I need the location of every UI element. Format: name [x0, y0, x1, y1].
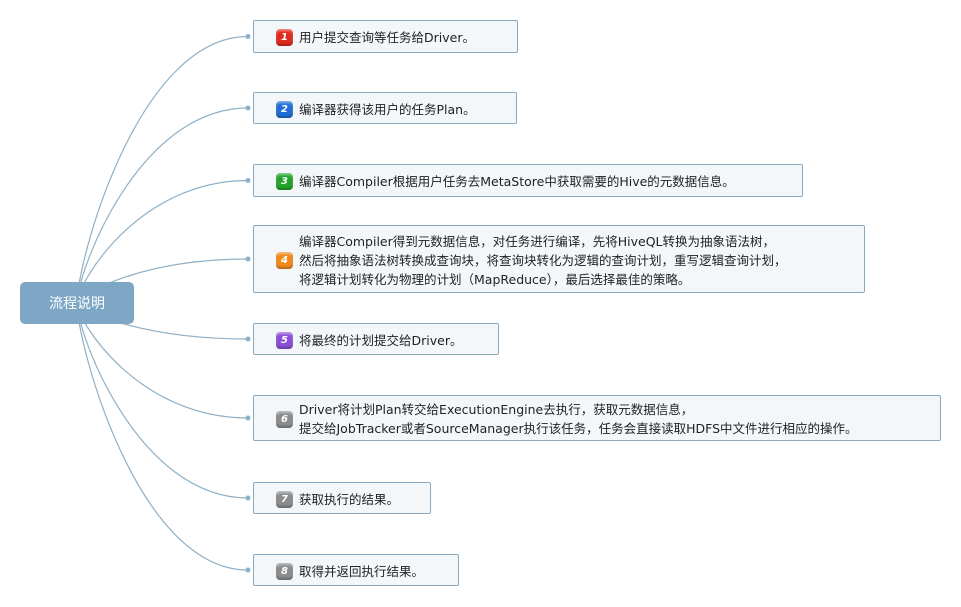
step-number-badge-icon: 5 — [276, 331, 293, 349]
connector-line-1 — [76, 35, 249, 304]
step-text-line: Driver将计划Plan转交给ExecutionEngine去执行，获取元数据… — [299, 402, 694, 417]
step-node-2[interactable]: 2 编译器获得该用户的任务Plan。 — [253, 92, 517, 124]
step-number-badge-icon: 1 — [276, 29, 293, 46]
connector-dot-2 — [245, 105, 251, 111]
step-text-line: 将逻辑计划转化为物理的计划（MapReduce），最后选择最佳的策略。 — [299, 271, 691, 287]
connector-line-8 — [76, 302, 249, 571]
step-number-badge-icon: 6 — [276, 410, 293, 428]
step-text-line: 用户提交查询等任务给Driver。 — [299, 30, 475, 45]
step-text: 取得并返回执行结果。 — [299, 562, 424, 581]
step-text-line: 编译器获得该用户的任务Plan。 — [299, 101, 476, 117]
connector-dot-3 — [245, 178, 251, 183]
step-node-6[interactable]: 6 Driver将计划Plan转交给ExecutionEngine去执行，获取元数… — [253, 395, 941, 441]
connector-dot-1 — [245, 34, 251, 39]
connector-dot-8 — [245, 567, 251, 573]
step-text-line: 取得并返回执行结果。 — [299, 563, 425, 579]
root-node[interactable]: 流程说明 — [20, 282, 134, 324]
step-number-badge-icon: 4 — [276, 251, 293, 269]
step-text: 将最终的计划提交给Driver。 — [299, 331, 462, 350]
step-text-line: 将最终的计划提交给Driver。 — [299, 332, 463, 348]
connector-dot-5 — [245, 336, 251, 342]
step-text-line: 获取执行的结果。 — [299, 491, 400, 507]
step-text-line: 编译器Compiler得到元数据信息，对任务进行编译，先将HiveQL转换为抽象… — [299, 233, 776, 249]
step-node-4[interactable]: 4 编译器Compiler得到元数据信息，对任务进行编译，先将HiveQL转换为抽… — [253, 225, 865, 293]
step-number-badge-icon: 3 — [276, 173, 293, 190]
step-node-5[interactable]: 5 将最终的计划提交给Driver。 — [253, 323, 499, 355]
step-number-badge-icon: 8 — [276, 562, 293, 580]
step-number-badge-icon: 7 — [276, 490, 293, 508]
step-text: 编译器Compiler根据用户任务去MetaStore中获取需要的Hive的元数… — [299, 172, 735, 191]
step-text: 获取执行的结果。 — [299, 490, 399, 509]
step-node-3[interactable]: 3 编译器Compiler根据用户任务去MetaStore中获取需要的Hive的元… — [253, 164, 803, 197]
connector-dot-6 — [245, 415, 251, 421]
root-label: 流程说明 — [49, 296, 105, 312]
step-text: 编译器Compiler得到元数据信息，对任务进行编译，先将HiveQL转换为抽象… — [299, 232, 787, 289]
step-text: 用户提交查询等任务给Driver。 — [299, 28, 475, 47]
step-text-line: 然后将抽象语法树转换成查询块，将查询块转化为逻辑的查询计划，重写逻辑查询计划， — [299, 252, 787, 268]
step-number-badge-icon: 2 — [276, 100, 293, 118]
step-text: 编译器获得该用户的任务Plan。 — [299, 100, 476, 119]
step-text-line: 编译器Compiler根据用户任务去MetaStore中获取需要的Hive的元数… — [299, 174, 735, 189]
step-text: Driver将计划Plan转交给ExecutionEngine去执行，获取元数据… — [299, 400, 858, 438]
connector-dot-4 — [245, 256, 251, 262]
step-node-1[interactable]: 1 用户提交查询等任务给Driver。 — [253, 20, 518, 53]
step-node-8[interactable]: 8 取得并返回执行结果。 — [253, 554, 459, 586]
connector-line-2 — [76, 107, 249, 304]
connector-dot-7 — [245, 495, 251, 501]
step-node-7[interactable]: 7 获取执行的结果。 — [253, 482, 431, 514]
step-text-line: 提交给JobTracker或者SourceManager执行该任务，任务会直接读… — [299, 421, 858, 436]
